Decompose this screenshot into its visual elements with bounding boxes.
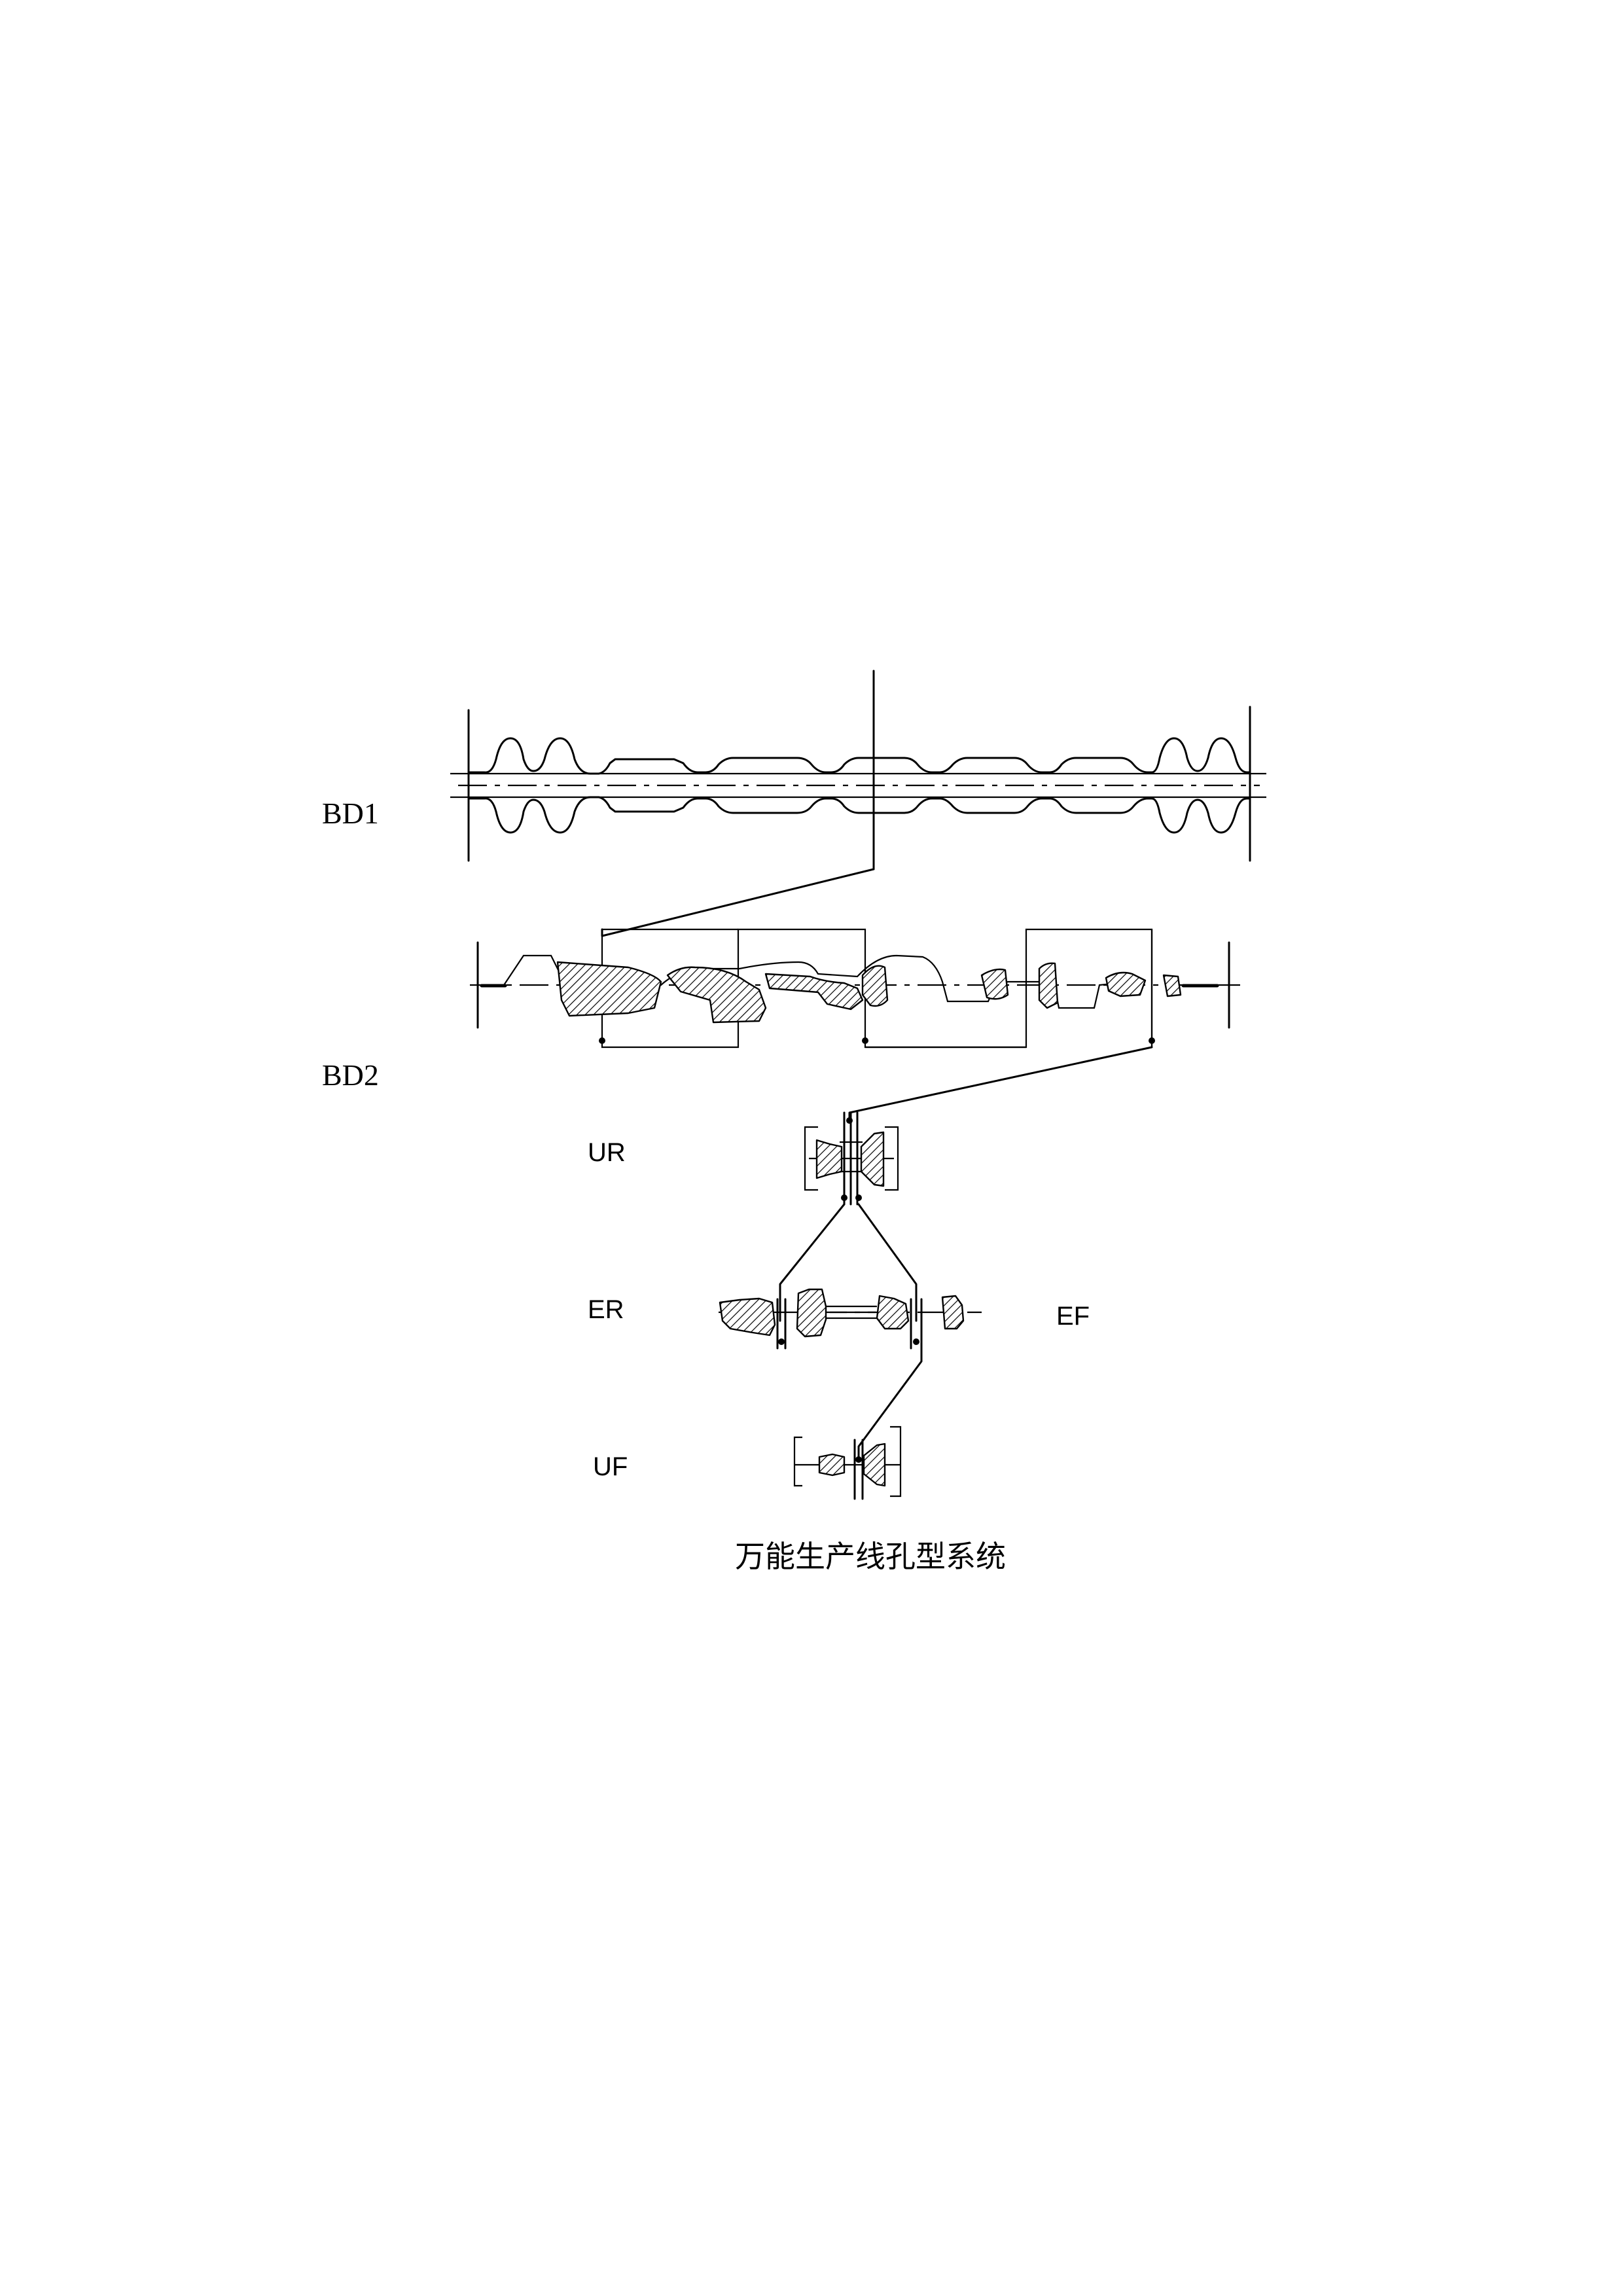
label-uf: UF — [593, 1452, 628, 1481]
label-er: ER — [588, 1295, 624, 1324]
bd2-pass-sequence — [470, 928, 1240, 1122]
edger-stand — [719, 1288, 982, 1461]
bd1-to-bd2-link — [601, 868, 875, 937]
diagram-caption: 万能生产线孔型系统 — [735, 1539, 1006, 1574]
ur-to-er-link — [779, 1203, 846, 1322]
label-bd1: BD1 — [322, 797, 379, 830]
bd2-section-2 — [666, 966, 767, 1024]
bd1-bottom-roll-contour — [467, 796, 1251, 834]
ur-stand — [779, 1111, 918, 1322]
label-ur: UR — [588, 1138, 626, 1167]
label-bd2: BD2 — [322, 1058, 379, 1092]
ur-to-ef-link — [857, 1203, 918, 1322]
er-section-2 — [796, 1288, 827, 1338]
uf-stand — [793, 1426, 902, 1500]
bd2-section-5 — [980, 968, 1009, 1000]
bd2-section-6 — [1038, 962, 1059, 1009]
bd2-to-ur-link — [848, 1046, 1153, 1122]
bd2-section-7 — [1105, 971, 1147, 997]
bd2-section-4 — [861, 965, 889, 1007]
bd2-section-1 — [556, 961, 662, 1017]
uf-section — [818, 1443, 886, 1487]
er-section-1 — [719, 1297, 776, 1336]
bd2-section-8 — [1162, 974, 1182, 997]
ef-to-uf-link — [857, 1347, 923, 1461]
bd1-roll-pass — [450, 670, 1266, 937]
ef-section-2 — [941, 1295, 965, 1330]
ef-section-1 — [876, 1295, 910, 1330]
bd2-section-3 — [764, 973, 864, 1011]
label-ef: EF — [1056, 1302, 1090, 1331]
bd1-top-roll-contour — [467, 737, 1251, 775]
